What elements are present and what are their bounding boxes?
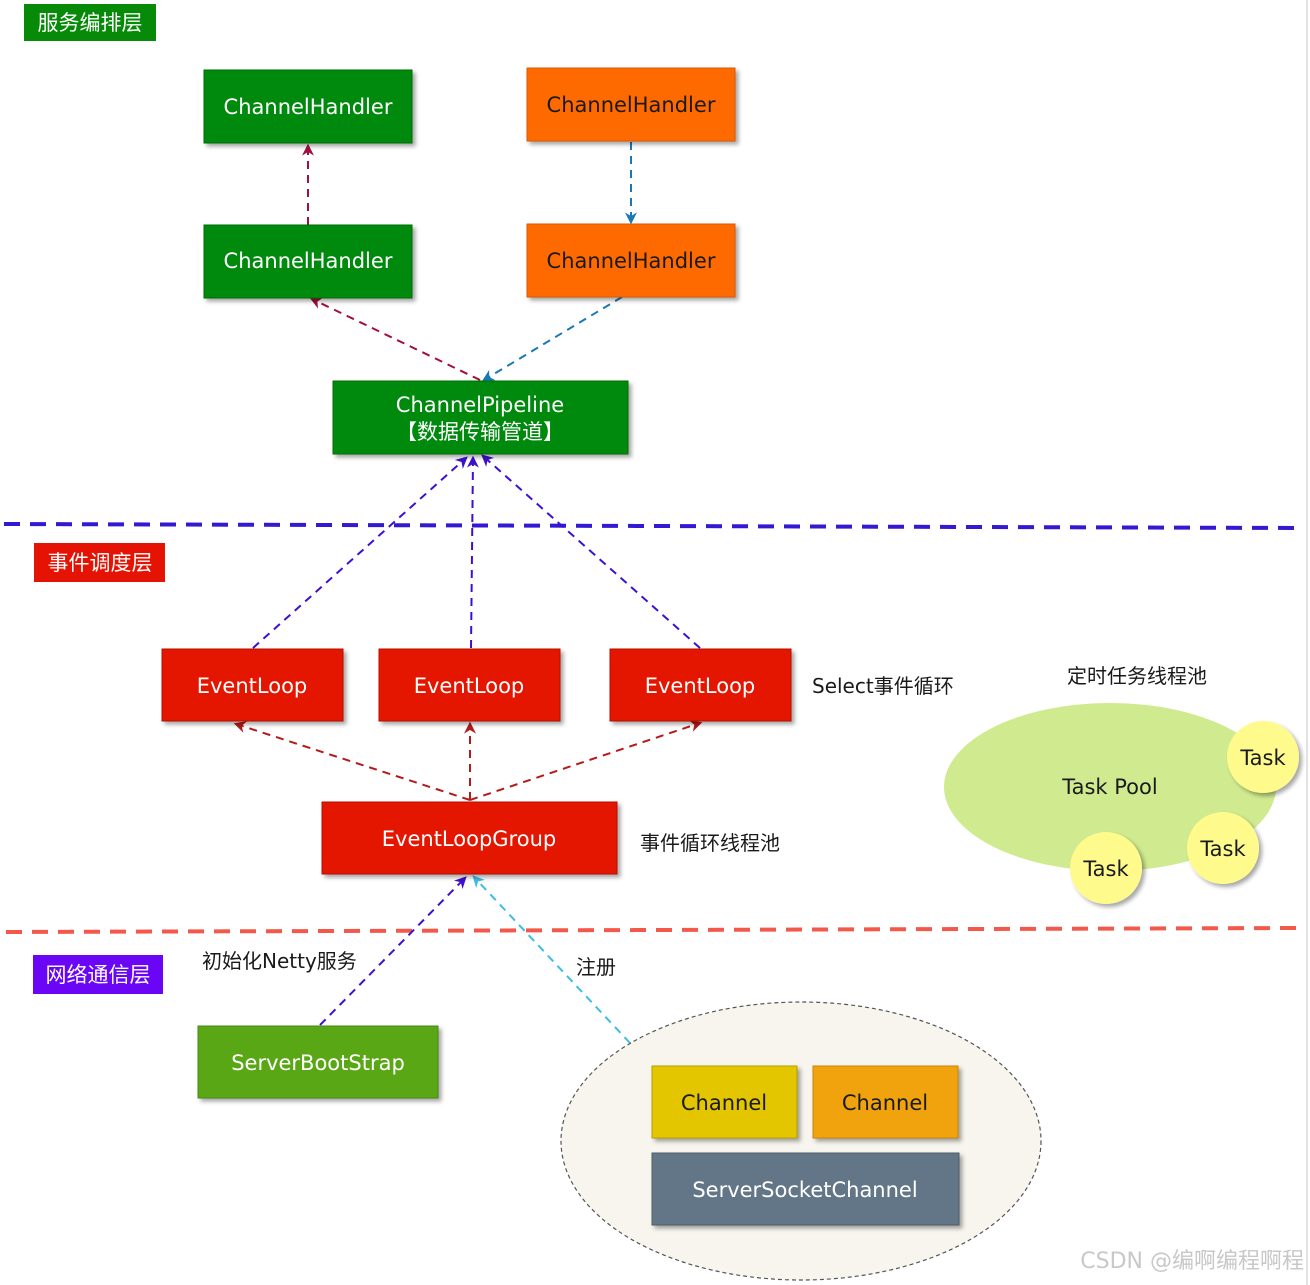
task-2-label: Task xyxy=(1199,837,1246,861)
arrow-group-to-eventloop-3 xyxy=(469,720,703,801)
channel-handler-green-top: ChannelHandler xyxy=(203,69,413,144)
event-loop-3: EventLoop xyxy=(609,648,792,722)
layer-tag-event: 事件调度层 xyxy=(34,543,165,582)
layer-tag-event-label: 事件调度层 xyxy=(48,551,153,575)
channel-pipeline-title: ChannelPipeline xyxy=(396,393,564,417)
task-1: Task xyxy=(1227,721,1299,793)
task-3-label: Task xyxy=(1082,857,1129,881)
arrow-pipeline-to-green-handler xyxy=(309,297,481,381)
arrow-orange-handler-to-pipeline xyxy=(481,296,623,382)
arrow-eventloop-3-to-pipeline xyxy=(481,454,701,649)
task-3: Task xyxy=(1070,832,1142,904)
channel-1-label: Channel xyxy=(681,1091,767,1115)
group-note: 事件循环线程池 xyxy=(640,831,780,855)
layer-tag-network: 网络通信层 xyxy=(33,955,163,994)
channel-pipeline: ChannelPipeline 【数据传输管道】 xyxy=(332,380,629,455)
channel-handler-green-top-label: ChannelHandler xyxy=(224,95,393,119)
event-loop-2: EventLoop xyxy=(378,648,561,722)
layer-tag-service: 服务编排层 xyxy=(24,4,156,41)
event-loop-3-label: EventLoop xyxy=(645,674,756,698)
arrow-bootstrap-to-group xyxy=(319,876,467,1026)
server-bootstrap-label: ServerBootStrap xyxy=(231,1051,405,1075)
arrow-eventloop-1-to-pipeline xyxy=(252,456,468,649)
task-1-label: Task xyxy=(1239,746,1286,770)
event-loop-2-label: EventLoop xyxy=(414,674,525,698)
select-loop-note: Select事件循环 xyxy=(812,674,954,698)
arrow-channels-register-to-group xyxy=(472,875,631,1044)
init-netty-note: 初始化Netty服务 xyxy=(202,949,357,973)
server-socket-channel: ServerSocketChannel xyxy=(651,1152,960,1226)
channel-1: Channel xyxy=(651,1065,798,1139)
arrow-group-to-eventloop-1 xyxy=(233,721,471,801)
channel-handler-orange-top: ChannelHandler xyxy=(526,67,736,142)
server-bootstrap: ServerBootStrap xyxy=(197,1025,439,1099)
channel-2-label: Channel xyxy=(842,1091,928,1115)
channel-handler-orange-bottom: ChannelHandler xyxy=(526,223,736,298)
event-loop-1: EventLoop xyxy=(161,648,344,722)
server-socket-channel-label: ServerSocketChannel xyxy=(692,1178,917,1202)
event-loop-group-label: EventLoopGroup xyxy=(382,827,556,851)
arrow-eventloop-2-to-pipeline xyxy=(466,455,479,649)
channel-handler-orange-top-label: ChannelHandler xyxy=(547,93,716,117)
channel-handler-green-bottom-label: ChannelHandler xyxy=(224,249,393,273)
channel-2: Channel xyxy=(812,1065,959,1139)
divider-service-event xyxy=(3,522,1301,530)
channel-pipeline-subtitle: 【数据传输管道】 xyxy=(396,420,564,444)
channel-handler-orange-bottom-label: ChannelHandler xyxy=(547,249,716,273)
register-note: 注册 xyxy=(576,955,616,979)
task-2: Task xyxy=(1187,812,1259,884)
event-loop-group: EventLoopGroup xyxy=(321,801,618,875)
divider-event-network xyxy=(5,926,1301,934)
task-pool-label: Task Pool xyxy=(1061,775,1157,799)
layer-tag-service-label: 服务编排层 xyxy=(38,11,143,35)
channel-container xyxy=(560,1001,1042,1281)
layer-tag-network-label: 网络通信层 xyxy=(46,963,151,987)
channel-handler-green-bottom: ChannelHandler xyxy=(203,224,413,299)
watermark: CSDN @编啊编程啊程 xyxy=(1080,1249,1304,1274)
task-pool-title: 定时任务线程池 xyxy=(1067,664,1207,688)
event-loop-1-label: EventLoop xyxy=(197,674,308,698)
